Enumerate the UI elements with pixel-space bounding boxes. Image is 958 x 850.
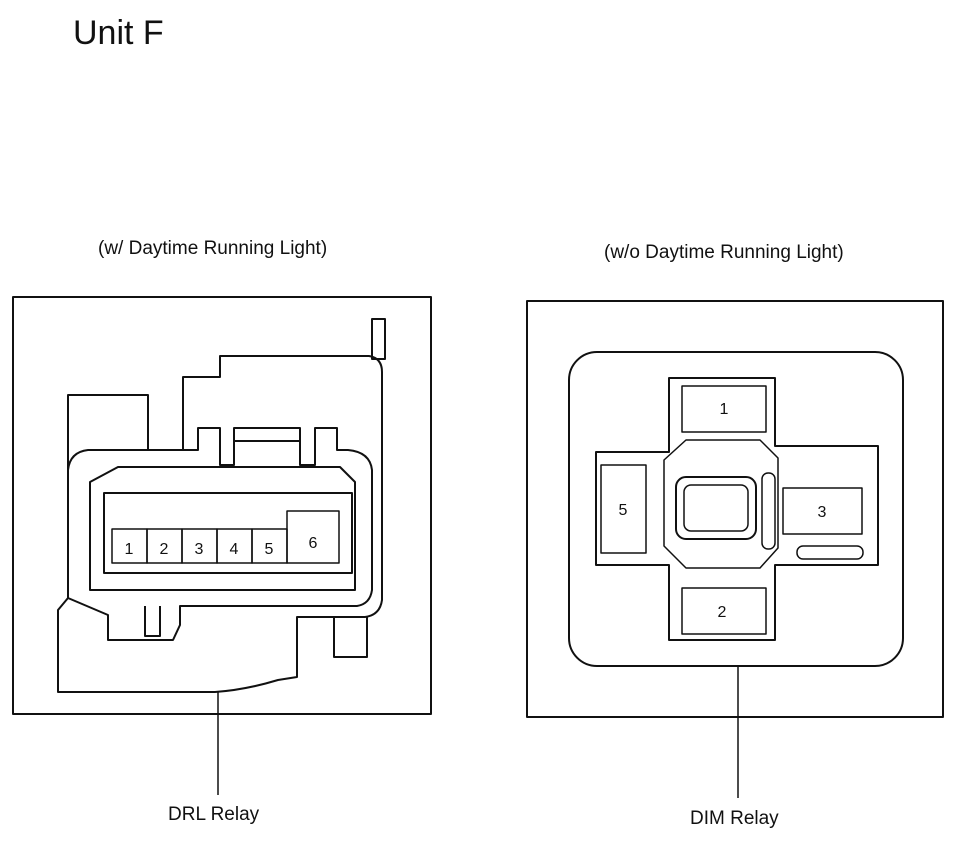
drl-top-tab: [371, 318, 386, 360]
dim-horizontal-slot: [796, 545, 864, 560]
right-frame: [526, 300, 944, 718]
dim-cross-body: [595, 377, 879, 641]
drl-relay-label: DRL Relay: [168, 804, 260, 825]
drl-relay-body: [67, 427, 373, 641]
dim-center-outer: [675, 476, 757, 540]
dim-terminal-5: [600, 464, 647, 554]
dim-terminal-1-label: 1: [720, 401, 729, 418]
dim-terminal-3-label: 3: [818, 504, 827, 521]
right-diagram-caption: (w/o Daytime Running Light): [604, 242, 844, 263]
dim-relay-unit: 1 2 3 5: [526, 300, 944, 798]
drl-housing-outline: [57, 355, 383, 693]
dim-terminal-3: [782, 487, 863, 535]
drl-terminal-5-label: 5: [265, 541, 274, 558]
left-frame: [12, 296, 432, 715]
dim-inner-ring: [663, 439, 779, 569]
drl-terminal-3-label: 3: [195, 541, 204, 558]
dim-terminal-1: [681, 385, 767, 433]
dim-relay-label: DIM Relay: [690, 808, 779, 829]
dim-terminal-2: [681, 587, 767, 635]
drl-bottom-slot: [144, 606, 161, 637]
drl-terminal-6: [286, 510, 340, 564]
drl-terminal-housing: [103, 492, 353, 574]
dim-center-inner: [683, 484, 749, 532]
dim-housing-outline: [568, 351, 904, 667]
page-title: Unit F: [73, 14, 164, 52]
drl-right-tab: [333, 617, 368, 658]
drl-terminal-4-label: 4: [230, 541, 239, 558]
drl-terminal-1-label: 1: [125, 541, 134, 558]
dim-terminal-2-label: 2: [718, 604, 727, 621]
left-diagram-caption: (w/ Daytime Running Light): [98, 238, 328, 259]
drl-relay-unit: 1 2 3 4 5 6: [12, 296, 432, 795]
dim-vertical-slot: [761, 472, 776, 550]
drl-connector-shell: [89, 466, 356, 591]
drl-terminal-2-label: 2: [160, 541, 169, 558]
drl-terminal-6-label: 6: [309, 535, 318, 552]
dim-terminal-5-label: 5: [619, 502, 628, 519]
